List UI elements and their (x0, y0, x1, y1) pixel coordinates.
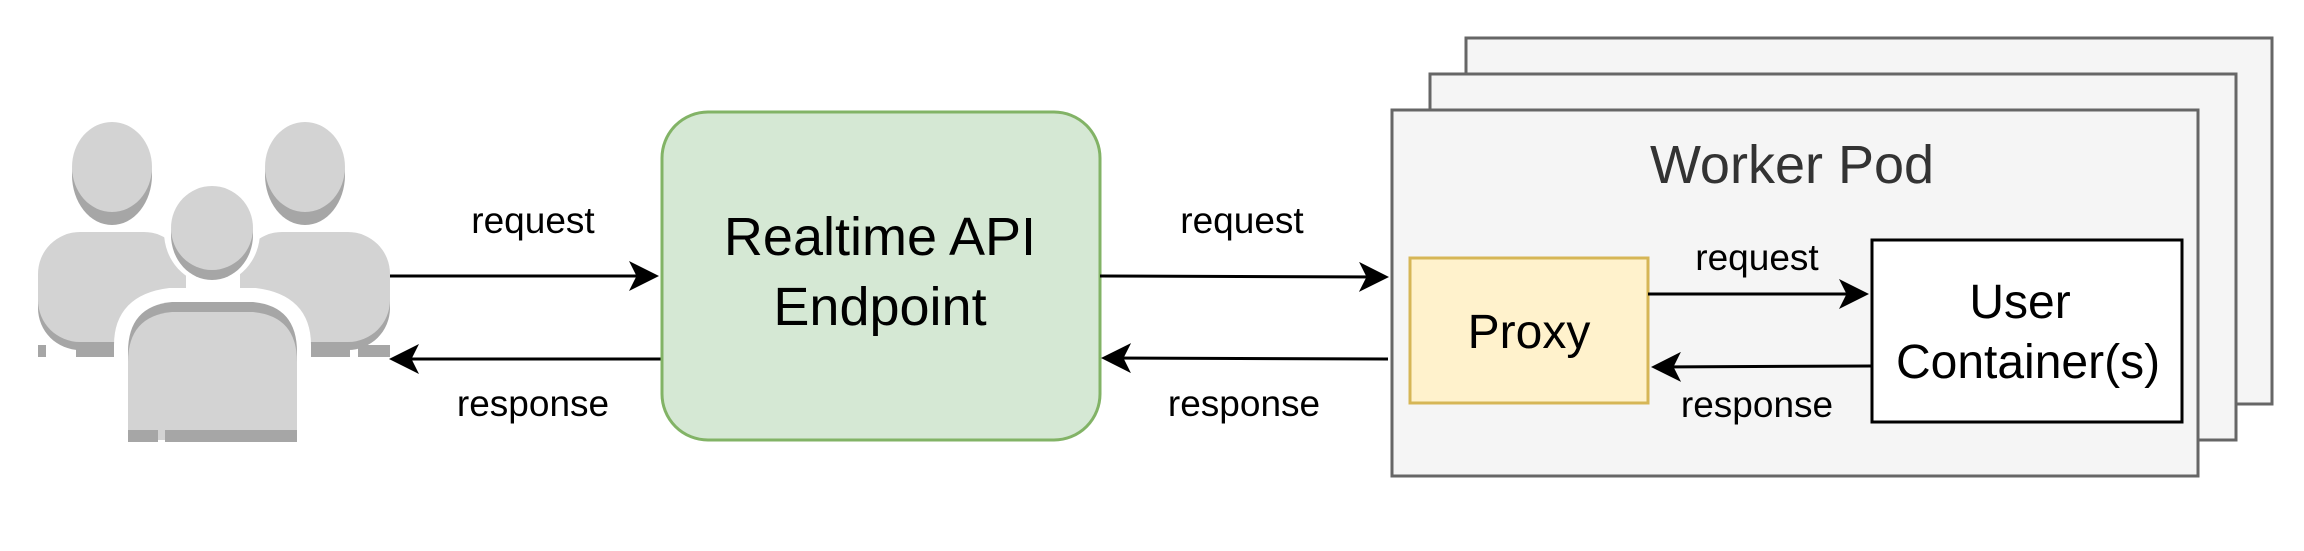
realtime-api-endpoint-box (660, 110, 1102, 442)
proxy-node: Proxy (1408, 256, 1650, 405)
endpoint-label-line1: Realtime API (724, 207, 1036, 267)
request-label-client-to-endpoint: request (471, 200, 595, 241)
user-container-label-line2: Container(s) (1896, 336, 2160, 389)
proxy-container-connectors: request response (1648, 237, 1873, 425)
user-container-label-line1: User (1969, 276, 2070, 329)
proxy-box (1408, 256, 1650, 405)
proxy-label: Proxy (1468, 306, 1591, 359)
response-label-endpoint-to-client: response (457, 383, 609, 424)
users-group-icon (38, 122, 390, 446)
endpoint-label-line2: Endpoint (773, 277, 986, 337)
response-label-container-to-proxy: response (1681, 384, 1833, 425)
request-label-proxy-to-container: request (1695, 237, 1819, 278)
user-container-box (1870, 238, 2184, 424)
response-label-pod-to-endpoint: response (1168, 383, 1320, 424)
realtime-api-endpoint-node: Realtime API Endpoint (660, 110, 1102, 442)
user-container-node: User Container(s) (1870, 238, 2184, 424)
response-arrow-container-to-proxy (1651, 351, 1873, 382)
request-label-endpoint-to-pod: request (1180, 200, 1304, 241)
user-person-front-icon (114, 180, 311, 446)
worker-pod-title: Worker Pod (1650, 135, 1934, 195)
response-arrow-pod-to-endpoint (1101, 343, 1389, 374)
endpoint-pod-connectors: request response (1099, 200, 1389, 424)
client-endpoint-connectors: request response (389, 200, 662, 424)
request-arrow-endpoint-to-pod (1099, 261, 1389, 292)
